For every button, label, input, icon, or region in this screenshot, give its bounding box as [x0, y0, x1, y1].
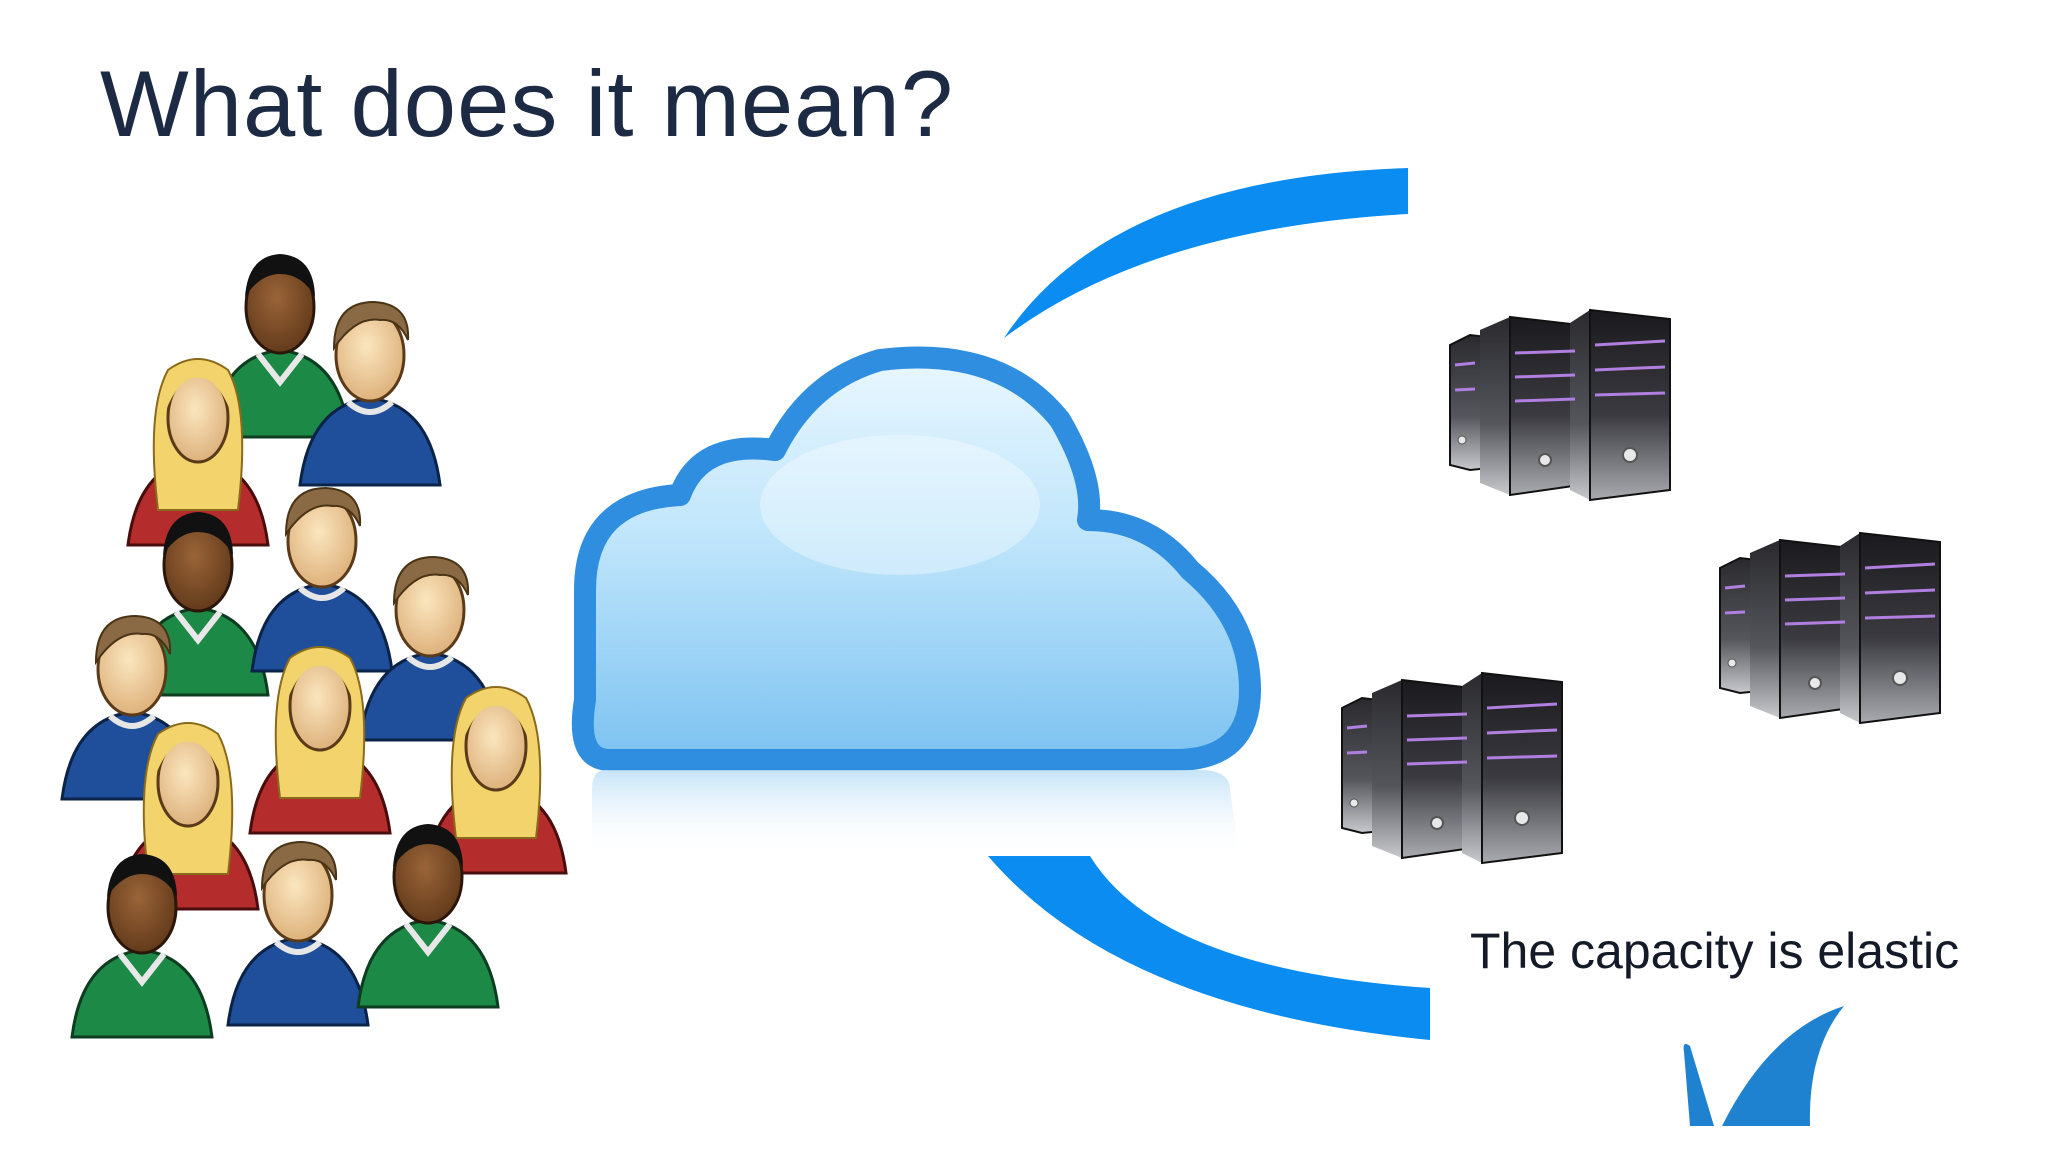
slide-title: What does it mean?	[100, 51, 954, 156]
server-rack-icon-3	[1340, 671, 1564, 865]
slide-caption: The capacity is elastic	[1470, 923, 1960, 979]
fin-logo-icon	[1683, 1006, 1844, 1126]
upper-arc	[1004, 168, 1408, 338]
server-rack-icon	[1448, 308, 1672, 502]
lower-arc	[988, 856, 1430, 1040]
server-rack-icon-2	[1718, 531, 1942, 725]
people-crowd-icon	[62, 254, 568, 1037]
cloud-icon	[571, 346, 1261, 858]
